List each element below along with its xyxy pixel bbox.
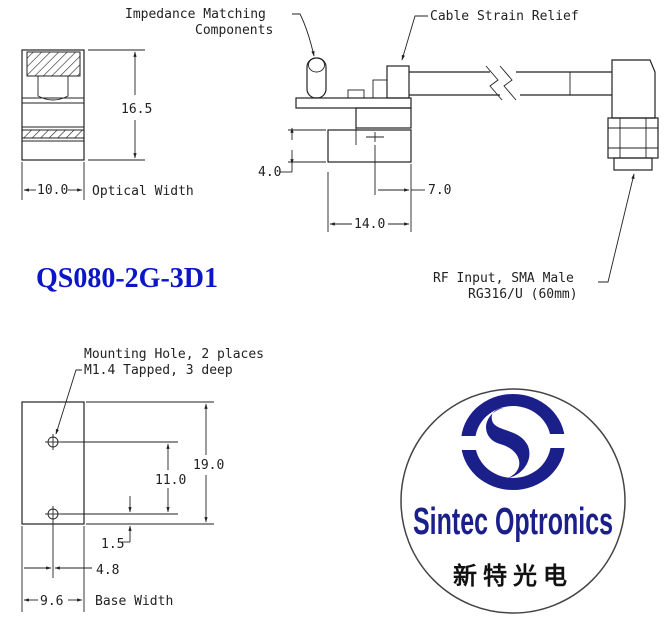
- rf-label-2: RG316/U (60mm): [468, 287, 578, 302]
- front-lens: [37, 76, 69, 101]
- strain-relief-label: Cable Strain Relief: [430, 9, 579, 24]
- base-dim-11: 11.0: [155, 473, 186, 488]
- impedance-label-1: Impedance Matching: [125, 7, 266, 22]
- model-title: QS080-2G-3D1: [36, 263, 218, 294]
- front-outline: [21, 49, 85, 161]
- logo-name-en: Sintec Optronics: [413, 501, 613, 543]
- base-outline: [21, 401, 85, 525]
- impedance-component: [306, 57, 327, 99]
- dim-14-0: 14.0: [354, 217, 385, 232]
- hole-label-1: Mounting Hole, 2 places: [84, 347, 264, 362]
- base-width-label: Base Width: [95, 594, 173, 609]
- front-width-dim: 10.0: [37, 183, 68, 198]
- side-view: Impedance Matching Components Cable Stra…: [125, 7, 659, 302]
- hole-label-2: M1.4 Tapped, 3 deep: [84, 363, 233, 378]
- base-dim-19: 19.0: [193, 458, 224, 473]
- base-dim-1-5: 1.5: [101, 537, 124, 552]
- strain-relief: [386, 65, 410, 99]
- front-hatch-band: [21, 129, 85, 139]
- front-hatch-top: [26, 51, 81, 77]
- dim-7-0: 7.0: [428, 183, 451, 198]
- logo-circle: [400, 388, 626, 614]
- side-body-plate: [295, 97, 412, 109]
- side-base: [327, 129, 412, 163]
- s-mark-icon: [458, 394, 568, 490]
- logo-name-cn: 新特光电: [453, 562, 573, 590]
- rf-label-1: RF Input, SMA Male: [433, 271, 574, 286]
- impedance-label-2: Components: [195, 23, 273, 38]
- base-dim-4-8: 4.8: [96, 563, 119, 578]
- dim-4-0: 4.0: [258, 165, 281, 180]
- front-height-dim: 16.5: [121, 102, 152, 117]
- base-view: Mounting Hole, 2 places M1.4 Tapped, 3 d…: [21, 347, 264, 612]
- company-logo: Sintec Optronics 新特光电: [400, 388, 626, 614]
- optical-width-label: Optical Width: [92, 184, 194, 199]
- base-dim-9-6: 9.6: [40, 594, 63, 609]
- sma-connector: [611, 59, 656, 119]
- front-view: 16.5 10.0 Optical Width: [21, 49, 194, 200]
